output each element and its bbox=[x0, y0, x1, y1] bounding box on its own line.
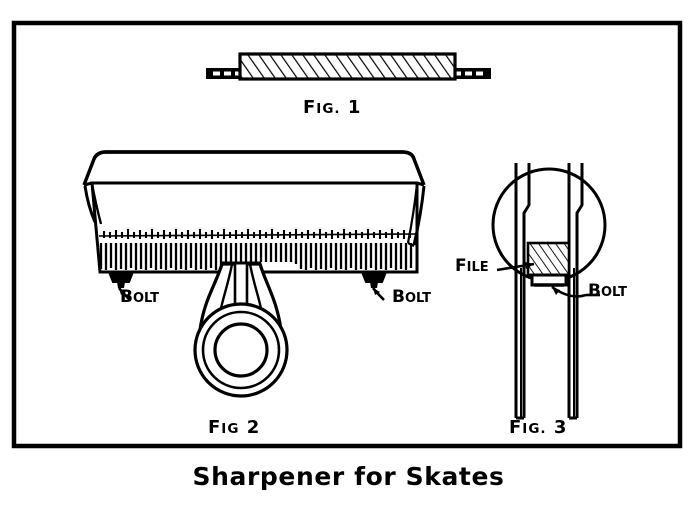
fig2-bolt-left bbox=[107, 271, 135, 288]
fig1-right-tab bbox=[447, 68, 491, 79]
fig3-bolt-leader bbox=[551, 285, 600, 298]
fig1-file-body bbox=[238, 52, 457, 81]
fig2-bolt-right bbox=[360, 271, 388, 288]
fig2-file-teeth-lower bbox=[99, 243, 413, 270]
fig2-handle-ring bbox=[193, 302, 289, 398]
fig3-file-leader bbox=[496, 262, 535, 272]
figure-1-drawing bbox=[206, 52, 491, 81]
figure-3-label: FIG. 3 bbox=[509, 417, 568, 438]
figure-2-label: FIG 2 bbox=[208, 417, 261, 438]
fig3-file-section bbox=[526, 241, 571, 277]
callout-bolt-left: BOLT bbox=[120, 287, 160, 307]
callout-bolt-fig3: BOLT bbox=[588, 281, 628, 301]
fig2-left-flange bbox=[83, 181, 103, 225]
page-border bbox=[11, 20, 683, 449]
fig2-file-teeth-upper bbox=[98, 229, 416, 239]
fig3-bolt bbox=[530, 273, 568, 287]
page-caption: Sharpener for Skates bbox=[192, 462, 505, 491]
fig3-blade-left bbox=[514, 163, 531, 420]
figure-1-label: FIG. 1 bbox=[303, 97, 362, 118]
figure-3-drawing bbox=[491, 163, 607, 420]
fig2-holder-block bbox=[82, 150, 426, 186]
callout-bolt-right: BOLT bbox=[392, 287, 432, 307]
figure-2-drawing bbox=[82, 150, 426, 398]
callout-file: FILE bbox=[455, 256, 489, 276]
fig2-bolt-left-leader bbox=[118, 287, 131, 301]
fig2-bolt-right-leader bbox=[372, 287, 385, 301]
